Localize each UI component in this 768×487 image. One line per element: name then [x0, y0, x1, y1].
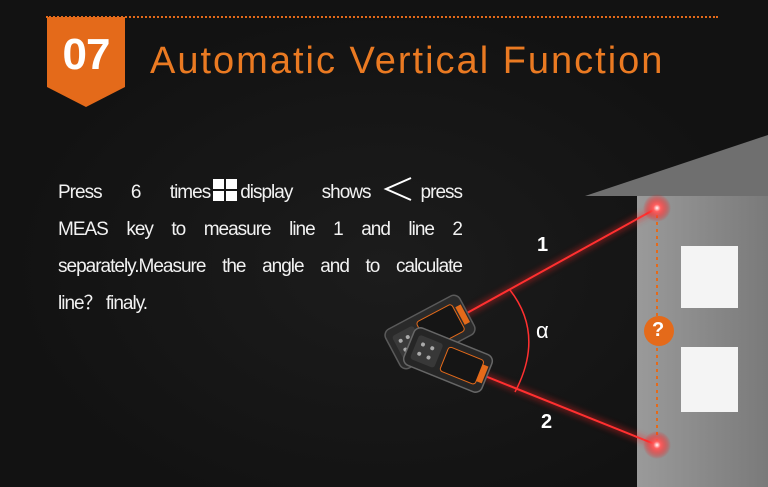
line-1-label: 1: [537, 234, 549, 256]
window-bottom: [681, 347, 738, 412]
instruction-line-4: line？ finaly.: [58, 293, 148, 314]
laser-point-top: [643, 194, 671, 222]
instruction-line-3: separately.Measure the angle and to calc…: [58, 256, 463, 277]
page-title: Automatic Vertical Function: [150, 40, 665, 82]
top-divider: [46, 16, 718, 18]
window-top: [681, 246, 738, 308]
instruction-line-2: MEAS key to measure line 1 and line 2: [58, 219, 463, 240]
line-2-label: 2: [541, 411, 553, 433]
step-number: 07: [62, 30, 111, 79]
angle-arc: [509, 289, 530, 393]
laser-line-2: [469, 369, 658, 446]
unknown-marker: [644, 316, 674, 346]
angle-triangle-icon: [383, 177, 411, 201]
laser-line-1: [457, 207, 658, 319]
mode-grid-icon: [213, 179, 238, 201]
step-badge: [47, 17, 125, 107]
unknown-question-label: ?: [652, 319, 665, 341]
laser-point-bottom: [643, 431, 671, 459]
rangefinder-device-front: [402, 327, 494, 393]
roof: [585, 135, 768, 196]
angle-alpha-label: α: [536, 318, 549, 343]
